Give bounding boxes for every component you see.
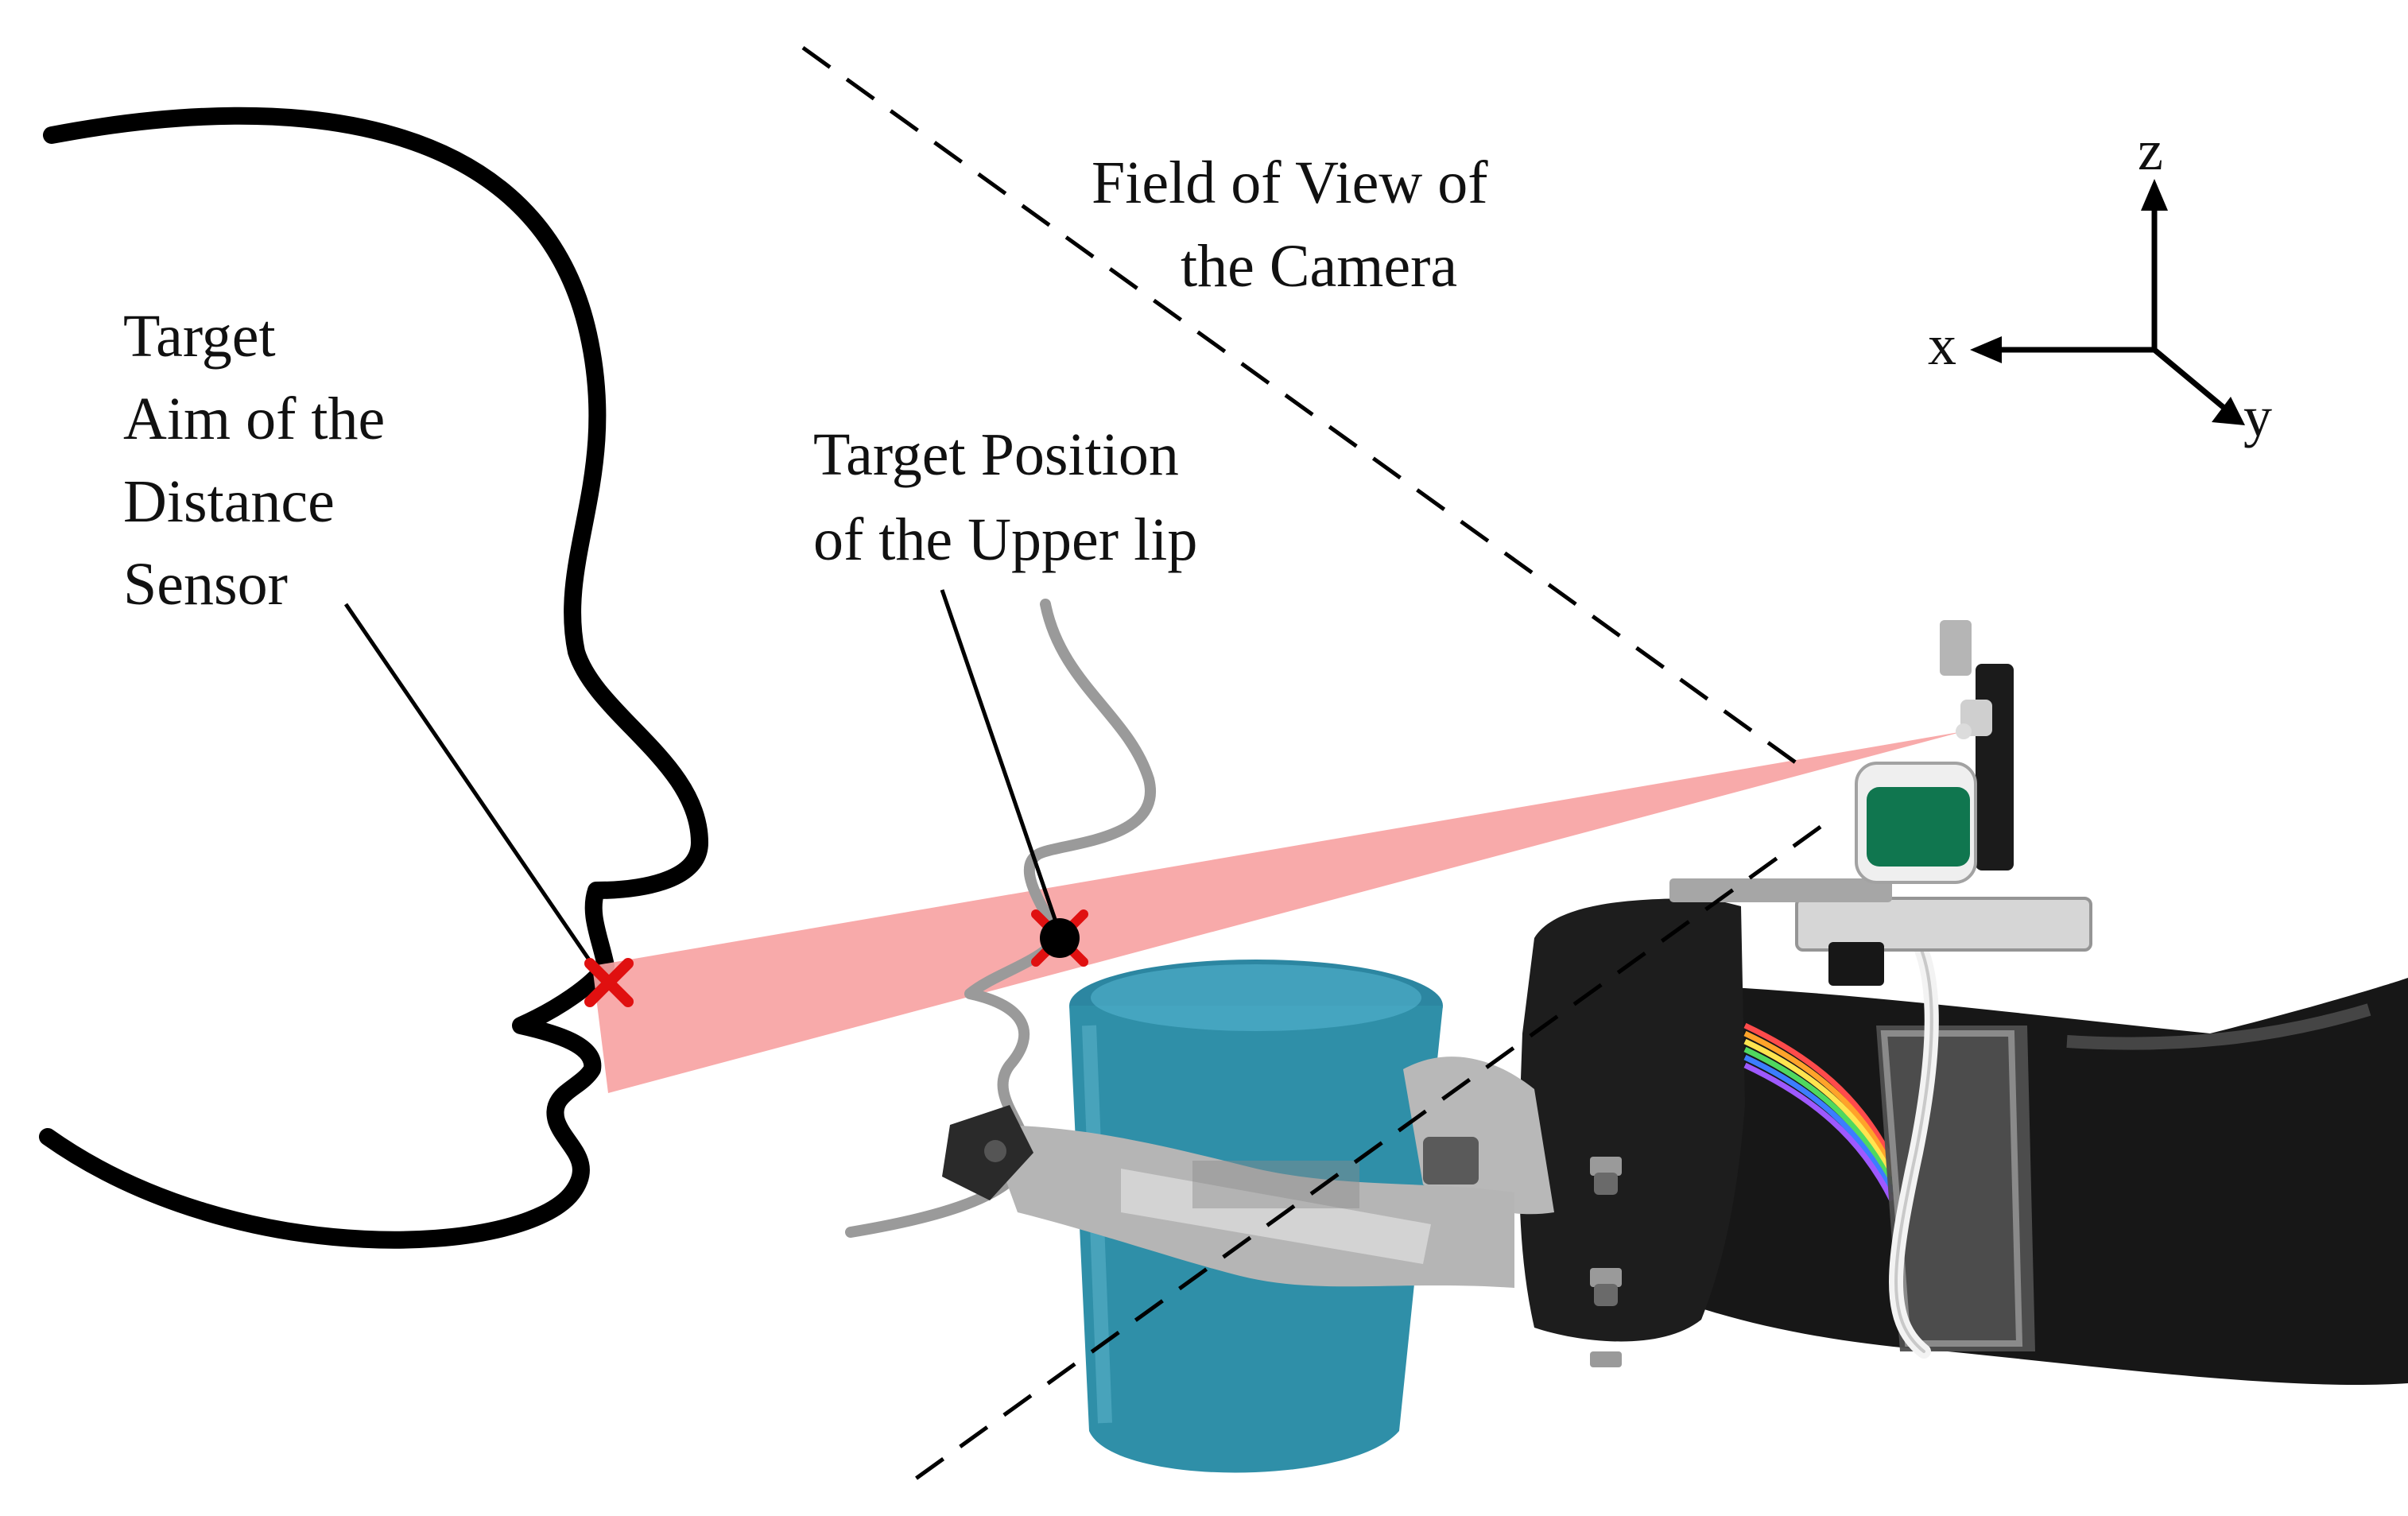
axis-y-label: y <box>2243 385 2272 448</box>
field-of-view-label-line-1: Field of View of <box>1092 149 1488 216</box>
target-position-marker-icon <box>1036 914 1084 962</box>
target-position-label-line-2: of the Upper lip <box>813 506 1197 573</box>
axis-x-label: x <box>1928 313 1956 377</box>
axis-z-label: z <box>2138 118 2163 182</box>
face-outline <box>48 116 700 1240</box>
target-position-label-line-1: Target Position <box>813 421 1179 488</box>
target-aim-label-line-3: Distance <box>123 468 335 535</box>
target-position-leader-line <box>942 590 1057 926</box>
target-aim-label-line-1: Target <box>123 303 276 370</box>
field-of-view-label-line-2: the Camera <box>1181 233 1457 300</box>
sensor-board-upper <box>1669 878 1892 902</box>
target-aim-label-line-2: Aim of the <box>123 386 385 452</box>
sensor-board-black <box>1828 942 1884 986</box>
coordinate-axes <box>1970 179 2245 425</box>
target-aim-label-line-4: Sensor <box>123 551 288 618</box>
target-aim-leader-line <box>346 604 604 982</box>
